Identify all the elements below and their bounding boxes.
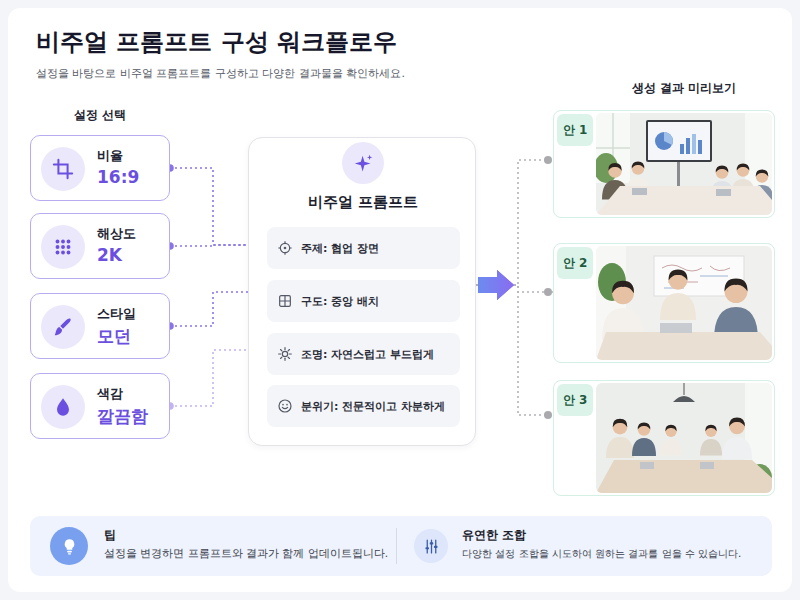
tip-text: 설정을 변경하면 프롬프트와 결과가 함께 업데이트됩니다. (104, 547, 389, 561)
panel-title: 비주얼 프롬프트 (249, 193, 477, 212)
icon (277, 398, 293, 414)
connector-line (170, 350, 248, 406)
setting-value: 2K (97, 245, 163, 265)
divider (396, 528, 397, 564)
icon-glyph (277, 346, 293, 362)
connector-line (476, 160, 553, 285)
prompt-item: 구도: 중앙 배치 (301, 294, 454, 309)
connector-line (170, 292, 248, 326)
connector (476, 270, 553, 419)
connector-dot (544, 156, 552, 164)
setting-name: 색감 (97, 386, 163, 403)
tip-banner: 팁설정을 변경하면 프롬프트와 결과가 함께 업데이트됩니다. 유연한 조합다양한… (30, 516, 772, 576)
prompt-row: 조명: 자연스럽고 부드럽게 (267, 333, 460, 375)
setting-value: 모던 (97, 325, 163, 348)
icon (342, 142, 384, 184)
icon-glyph (353, 153, 374, 174)
icon-glyph (60, 537, 79, 556)
result-card: 안 2 (553, 243, 775, 363)
setting-name: 스타일 (97, 306, 163, 323)
tip-text: 다양한 설정 조합을 시도하여 원하는 결과를 얻을 수 있습니다. (462, 547, 764, 561)
prompt-row: 주제: 협업 장면 (267, 227, 460, 269)
icon (414, 529, 448, 563)
result-card: 안 3 (553, 380, 775, 496)
section-label: 생성 결과 미리보기 (586, 80, 782, 97)
setting-name: 해상도 (97, 226, 163, 243)
icon-glyph (423, 538, 440, 555)
result-tab: 안 3 (557, 384, 593, 416)
tip-title: 팁 (104, 527, 389, 544)
prompt-item: 주제: 협업 장면 (301, 241, 454, 256)
icon-glyph (277, 240, 293, 256)
connector-line (170, 245, 248, 246)
icon (277, 293, 293, 309)
prompt-panel: 비주얼 프롬프트주제: 협업 장면구도: 중앙 배치조명: 자연스럽고 부드럽게… (248, 137, 476, 446)
result-card: 안 1 (553, 110, 775, 218)
connector (166, 164, 248, 245)
setting-value: 16:9 (97, 167, 163, 187)
setting-card: 비율 16:9 (30, 135, 170, 201)
prompt-row: 분위기: 전문적이고 차분하게 (267, 385, 460, 427)
setting-name: 비율 (97, 148, 163, 165)
connector (166, 350, 248, 410)
icon (41, 225, 85, 269)
icon-glyph (52, 236, 74, 258)
icon (41, 305, 85, 349)
result-tab: 안 1 (557, 114, 593, 146)
diagram-title: 비주얼 프롬프트 구성 워크플로우 (36, 26, 397, 58)
prompt-item: 분위기: 전문적이고 차분하게 (301, 399, 454, 414)
photo-meeting-2 (596, 246, 772, 360)
icon-glyph (52, 158, 74, 180)
setting-card: 색감깔끔함 (30, 373, 170, 439)
icon-glyph (52, 396, 74, 418)
icon (41, 385, 85, 429)
connector-dot (544, 288, 552, 296)
flow-arrow (478, 270, 514, 300)
flow-arrow (478, 270, 514, 300)
connector-line (170, 168, 248, 245)
connector (476, 156, 553, 300)
icon (277, 240, 293, 256)
result-tab: 안 2 (557, 247, 593, 279)
prompt-item: 조명: 자연스럽고 부드럽게 (301, 347, 454, 362)
subtitle: 설정을 바탕으로 비주얼 프롬프트를 구성하고 다양한 결과물을 확인하세요. (36, 66, 636, 81)
tip-title: 유연한 조합 (462, 527, 764, 544)
prompt-row: 구도: 중앙 배치 (267, 280, 460, 322)
setting-card: 스타일모던 (30, 293, 170, 359)
icon (277, 346, 293, 362)
flow-arrow (478, 270, 514, 300)
icon-glyph (277, 398, 293, 414)
icon-glyph (277, 293, 293, 309)
setting-card: 해상도 2K (30, 213, 170, 279)
photo-meeting-1 (596, 113, 772, 215)
connector-line (476, 285, 553, 415)
photo-meeting-3 (596, 383, 772, 493)
connector (166, 242, 248, 250)
section-label: 설정 선택 (30, 107, 170, 124)
icon-glyph (52, 316, 74, 338)
connector (166, 292, 248, 330)
setting-value: 깔끔함 (97, 405, 163, 428)
connector-dot (544, 411, 552, 419)
icon (41, 147, 85, 191)
icon (50, 527, 88, 565)
